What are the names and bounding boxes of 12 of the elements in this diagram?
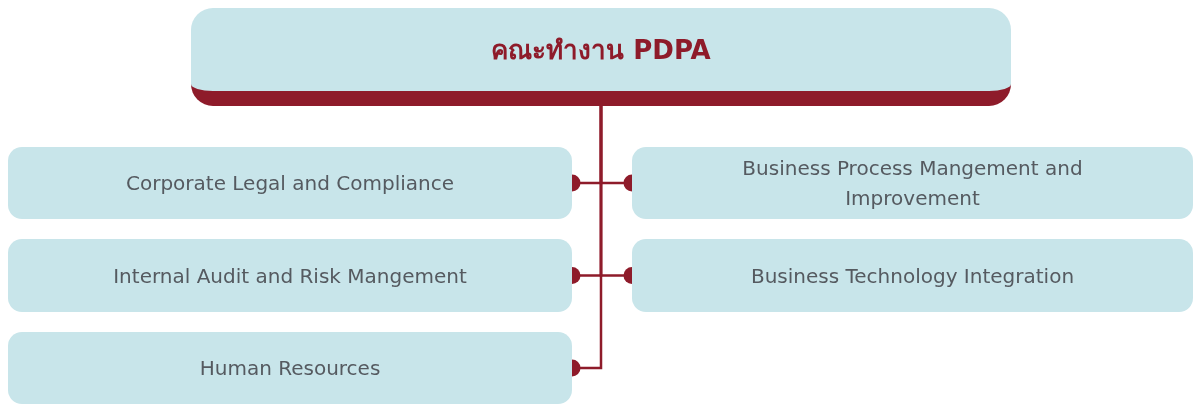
group-label: Business Process Mangement and Improvement: [741, 155, 1084, 212]
group-label: คณะทำงาน PDPA: [490, 34, 712, 65]
group-label: Internal Audit and Risk Mangement: [112, 262, 468, 290]
group-box: [632, 239, 1193, 312]
group-label: Human Resources: [198, 355, 382, 382]
group-box: [8, 239, 572, 312]
group-label: Corporate Legal and Compliance: [125, 170, 455, 197]
header-box: [191, 8, 1011, 106]
group-box: [632, 147, 1193, 219]
group-box: [8, 147, 572, 219]
group-label: Business Technology Integration: [749, 262, 1076, 290]
group-box: [8, 332, 572, 404]
